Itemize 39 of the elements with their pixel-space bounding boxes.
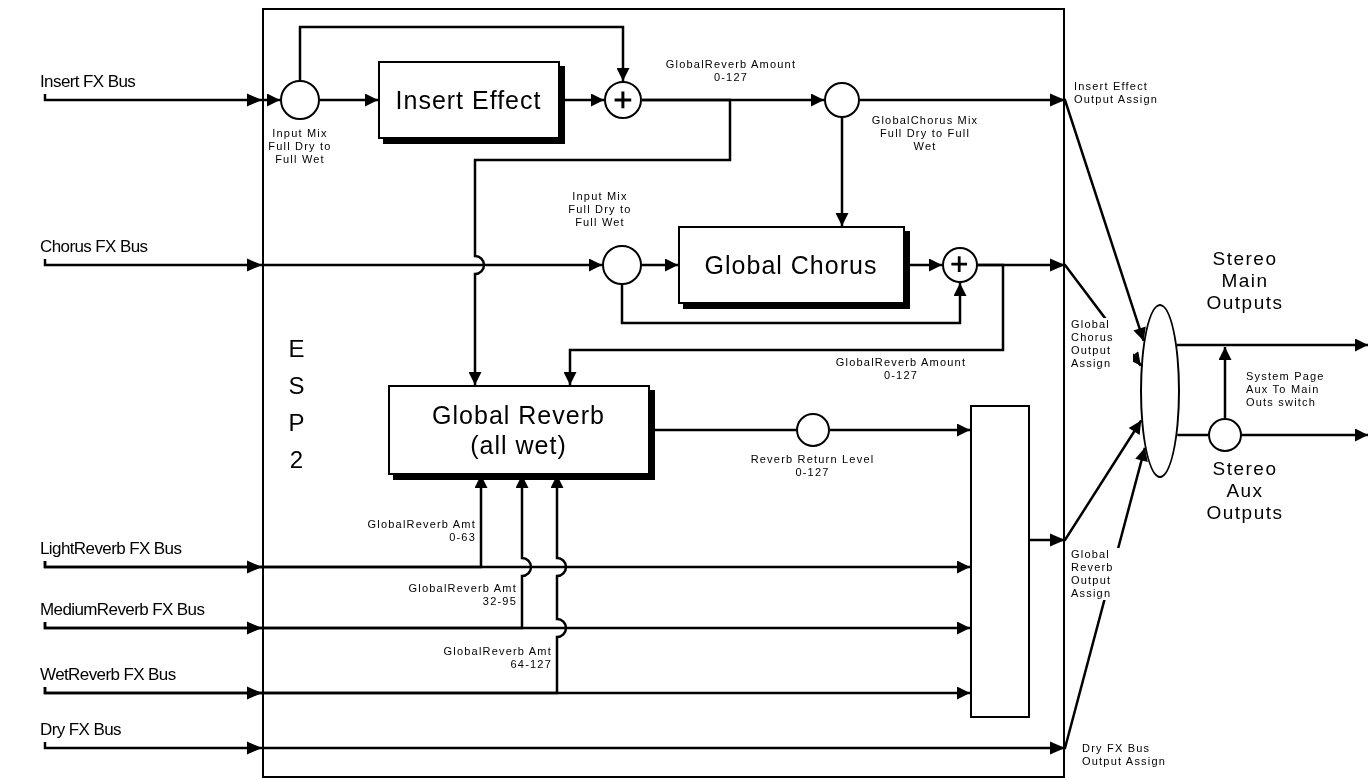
switch-circle — [1208, 418, 1242, 452]
arrow — [468, 98, 732, 385]
arrow — [620, 283, 967, 325]
arrow — [43, 258, 602, 272]
arrow — [642, 258, 678, 272]
control-label: Input Mix Full Dry to Full Wet — [267, 127, 333, 166]
bus-label: LightReverb FX Bus — [40, 539, 240, 561]
arrow — [320, 93, 378, 107]
control-label: Reverb Return Level 0-127 — [750, 453, 875, 479]
summing-bar — [969, 404, 1030, 718]
bus-label: MediumReverb FX Bus — [40, 600, 260, 622]
bus-label: WetReverb FX Bus — [40, 665, 240, 687]
arrow — [1242, 428, 1368, 442]
level-circle — [795, 412, 830, 447]
output-label: Stereo Main Outputs — [1205, 248, 1285, 314]
control-label: GlobalChorus Mix Full Dry to Full Wet — [870, 114, 980, 153]
arrow — [830, 423, 970, 437]
frame-title: ESP2 — [282, 335, 310, 483]
arrow — [1218, 347, 1232, 418]
processor-frame — [262, 8, 1065, 778]
bus-label: Chorus FX Bus — [40, 237, 240, 259]
mix-circle — [601, 244, 642, 285]
mix-circle — [823, 81, 860, 118]
summing-junction — [941, 246, 978, 283]
edge-label: GlobalReverb Amount 0-127 — [835, 356, 967, 382]
bus-label: Insert FX Bus — [40, 72, 240, 94]
mix-circle — [279, 79, 320, 120]
edge-label: GlobalReverb Amount 0-127 — [665, 58, 797, 84]
arrow — [563, 263, 1005, 385]
arrow — [835, 118, 849, 226]
control-label: Input Mix Full Dry to Full Wet — [567, 190, 633, 229]
summing-junction — [603, 80, 642, 119]
arrow — [43, 447, 1148, 755]
bus-label: Dry FX Bus — [40, 720, 240, 742]
output-label: Stereo Aux Outputs — [1205, 458, 1285, 524]
edge-label: Global Chorus Output Assign — [1071, 318, 1133, 370]
arrow — [298, 25, 630, 81]
arrow — [860, 93, 1146, 342]
arrow — [43, 93, 280, 107]
